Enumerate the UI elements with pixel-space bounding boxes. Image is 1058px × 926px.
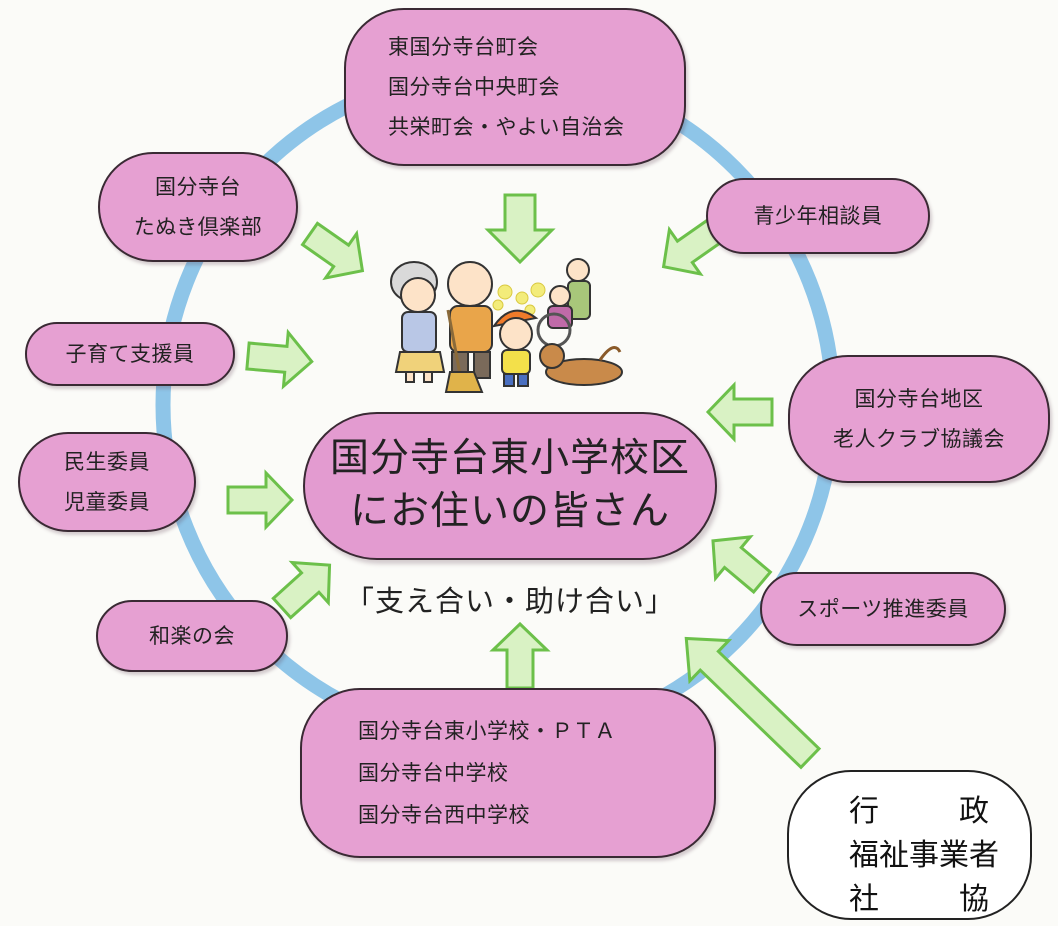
group-line: 民生委員	[64, 449, 150, 474]
group-line: 国分寺台	[155, 174, 241, 199]
arrows	[226, 193, 822, 770]
flowers-decoration	[492, 282, 546, 316]
arrow-from-town-councils	[484, 193, 556, 265]
arrow-from-waraku	[271, 560, 332, 620]
town-councils-box: 東国分寺台町会 国分寺台中央町会 共栄町会・やよい自治会	[344, 8, 686, 166]
group-line: 青少年相談員	[753, 203, 883, 228]
group-line: 国分寺台地区	[854, 386, 984, 411]
group-line: 共栄町会・やよい自治会	[388, 115, 625, 140]
group-line: 東国分寺台町会	[388, 34, 539, 59]
arrow-from-schools	[489, 621, 551, 690]
senior-club-box: 国分寺台地区 老人クラブ協議会	[788, 355, 1050, 483]
group-line: 子育て支援員	[65, 341, 195, 366]
government-char-left: 行	[849, 794, 879, 829]
grandmother-figure	[390, 261, 446, 383]
arrow-from-tanuki-club	[300, 221, 365, 281]
welfare-commissioners-box: 民生委員 児童委員	[18, 432, 196, 532]
welfare-providers-label: 福祉事業者	[849, 838, 999, 873]
wheelchair-figures	[536, 258, 591, 348]
welfare-providers-row: 福祉事業者	[849, 830, 999, 874]
sports-promotion-box: スポーツ推進委員	[760, 572, 1006, 646]
group-line: 国分寺台中央町会	[388, 74, 560, 99]
dog-figure	[539, 343, 623, 386]
government-char-right: 政	[959, 794, 989, 829]
youth-counselor-box: 青少年相談員	[706, 178, 930, 254]
childcare-support-box: 子育て支援員	[25, 322, 235, 386]
group-line: 児童委員	[64, 490, 150, 514]
partners-box: 行 政 福祉事業者 社 協	[787, 770, 1032, 920]
group-line: たぬき倶楽部	[133, 215, 263, 239]
council-char-right: 協	[959, 882, 989, 917]
group-line: スポーツ推進委員	[797, 596, 969, 621]
child-figure	[491, 309, 539, 387]
arrow-from-partners	[684, 636, 822, 770]
center-line-2: にお住いの皆さん	[349, 489, 670, 534]
group-line: 和楽の会	[149, 623, 235, 648]
tanuki-club-box: 国分寺台 たぬき倶楽部	[98, 152, 298, 262]
group-line: 国分寺台東小学校・ＰＴＡ	[358, 718, 616, 743]
arrow-from-sports-promotion	[711, 535, 773, 595]
arrow-from-youth-counselor	[661, 217, 726, 277]
community-illustration	[390, 258, 623, 393]
arrow-from-welfare-commissioners	[226, 469, 295, 531]
waraku-box: 和楽の会	[96, 600, 288, 672]
grandfather-figure	[444, 261, 493, 393]
group-line: 老人クラブ協議会	[833, 427, 1005, 451]
residents-center-box: 国分寺台東小学校区 にお住いの皆さん	[303, 412, 717, 560]
group-line: 国分寺台西中学校	[358, 803, 530, 828]
council-char-left: 社	[849, 882, 879, 917]
schools-box: 国分寺台東小学校・ＰＴＡ 国分寺台中学校 国分寺台西中学校	[300, 688, 716, 858]
arrow-from-senior-club	[705, 381, 774, 443]
center-line-1: 国分寺台東小学校区	[329, 436, 690, 482]
group-line: 国分寺台中学校	[358, 760, 509, 785]
arrow-from-childcare-support	[245, 328, 314, 390]
slogan: 「支え合い・助け合い」	[344, 584, 675, 618]
